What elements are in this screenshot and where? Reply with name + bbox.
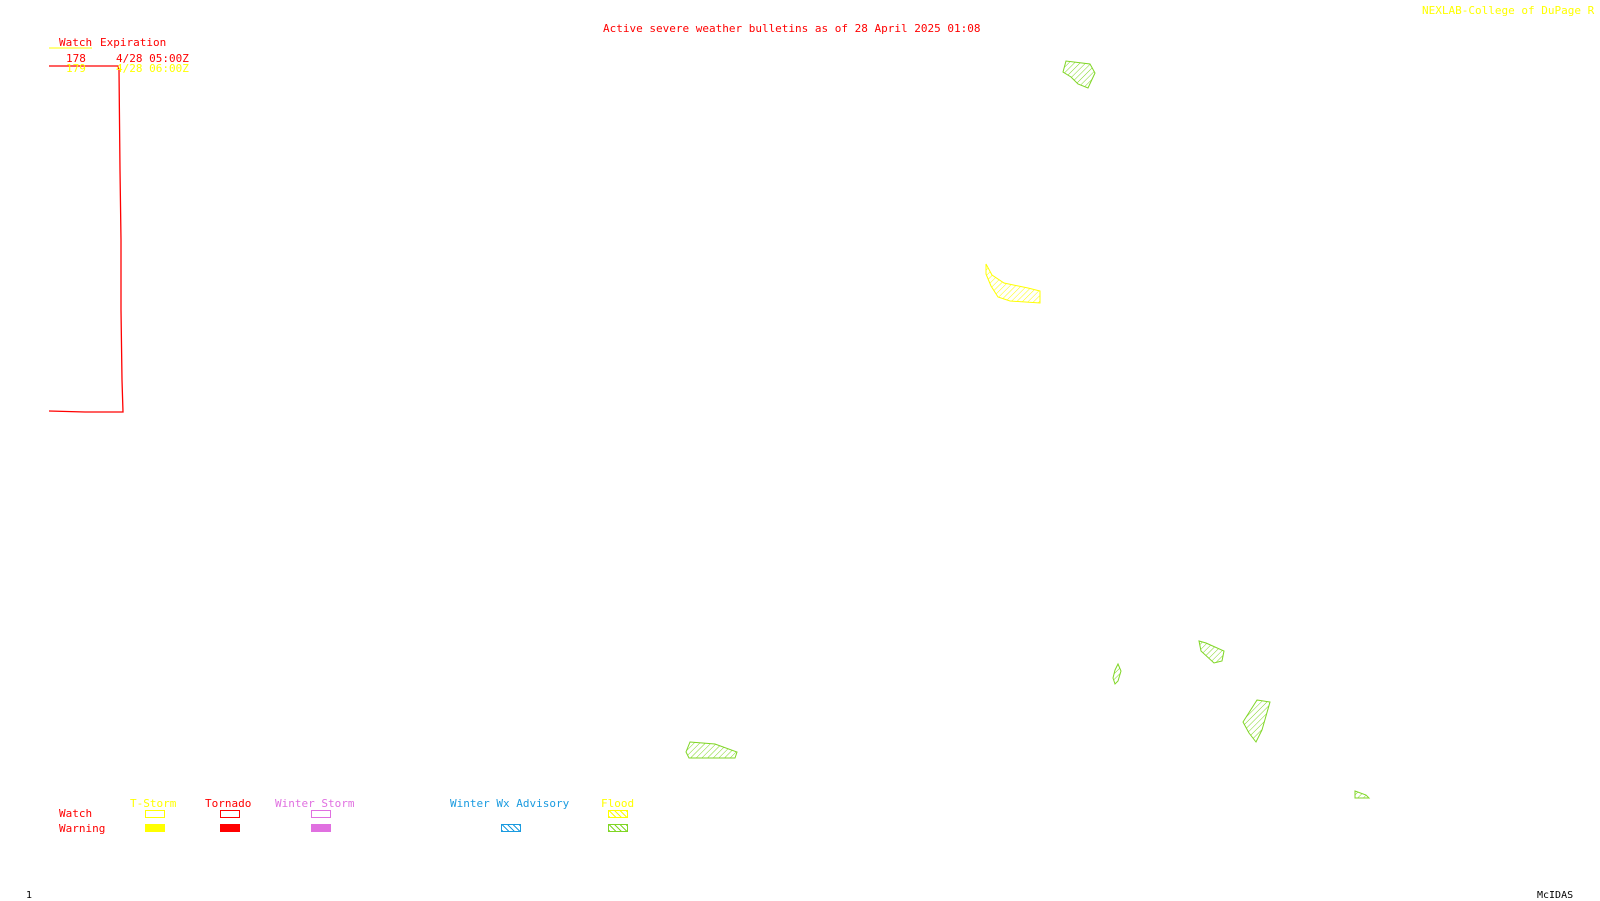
watch-row-number: 179	[66, 62, 86, 75]
legend-winter-advisory-warning-swatch	[501, 824, 521, 832]
watch-row-expiration: 4/28 05:00Z	[116, 52, 189, 65]
flood-warning-polygon	[1112, 662, 1122, 685]
legend-winter-storm-watch-swatch	[311, 810, 331, 818]
source-credit: NEXLAB-College of DuPage R	[1422, 4, 1595, 17]
legend-tstorm-watch-swatch	[145, 810, 165, 818]
legend-tornado-watch-swatch	[220, 810, 240, 818]
watch-row-number: 178	[66, 52, 86, 65]
legend-warning-row-label: Warning	[59, 822, 106, 835]
flood-warning-polygon	[1198, 640, 1225, 664]
legend-winter-advisory-label: Winter Wx Advisory	[450, 797, 570, 810]
tstorm-warning-polygon	[985, 263, 1041, 304]
legend-winter-storm-warning-swatch	[311, 824, 331, 832]
software-label: McIDAS	[1537, 890, 1574, 901]
legend-flood-label: Flood	[601, 797, 635, 810]
legend-tstorm-label: T-Storm	[130, 797, 177, 810]
legend-tstorm-warning-swatch	[145, 824, 165, 832]
legend-tornado-label: Tornado	[205, 797, 252, 810]
legend-flood-watch-swatch	[608, 810, 628, 818]
legend-flood-warning-swatch	[608, 824, 628, 832]
legend-watch-row-label: Watch	[59, 807, 93, 820]
flood-warning-polygon	[1354, 790, 1371, 799]
frame-number: 1	[26, 890, 33, 901]
tornado-watch-178-outline	[48, 65, 124, 413]
watch-row-expiration: 4/28 06:00Z	[116, 62, 189, 75]
legend-winter-storm-label: Winter Storm	[275, 797, 355, 810]
bulletin-title: Active severe weather bulletins as of 28…	[603, 22, 981, 35]
flood-warning-polygon	[1242, 699, 1271, 743]
flood-warning-polygon	[685, 741, 738, 759]
flood-warning-polygon	[1062, 60, 1096, 89]
legend-tornado-warning-swatch	[220, 824, 240, 832]
expiration-heading: Expiration	[100, 36, 167, 49]
watch-heading: Watch	[59, 36, 93, 49]
